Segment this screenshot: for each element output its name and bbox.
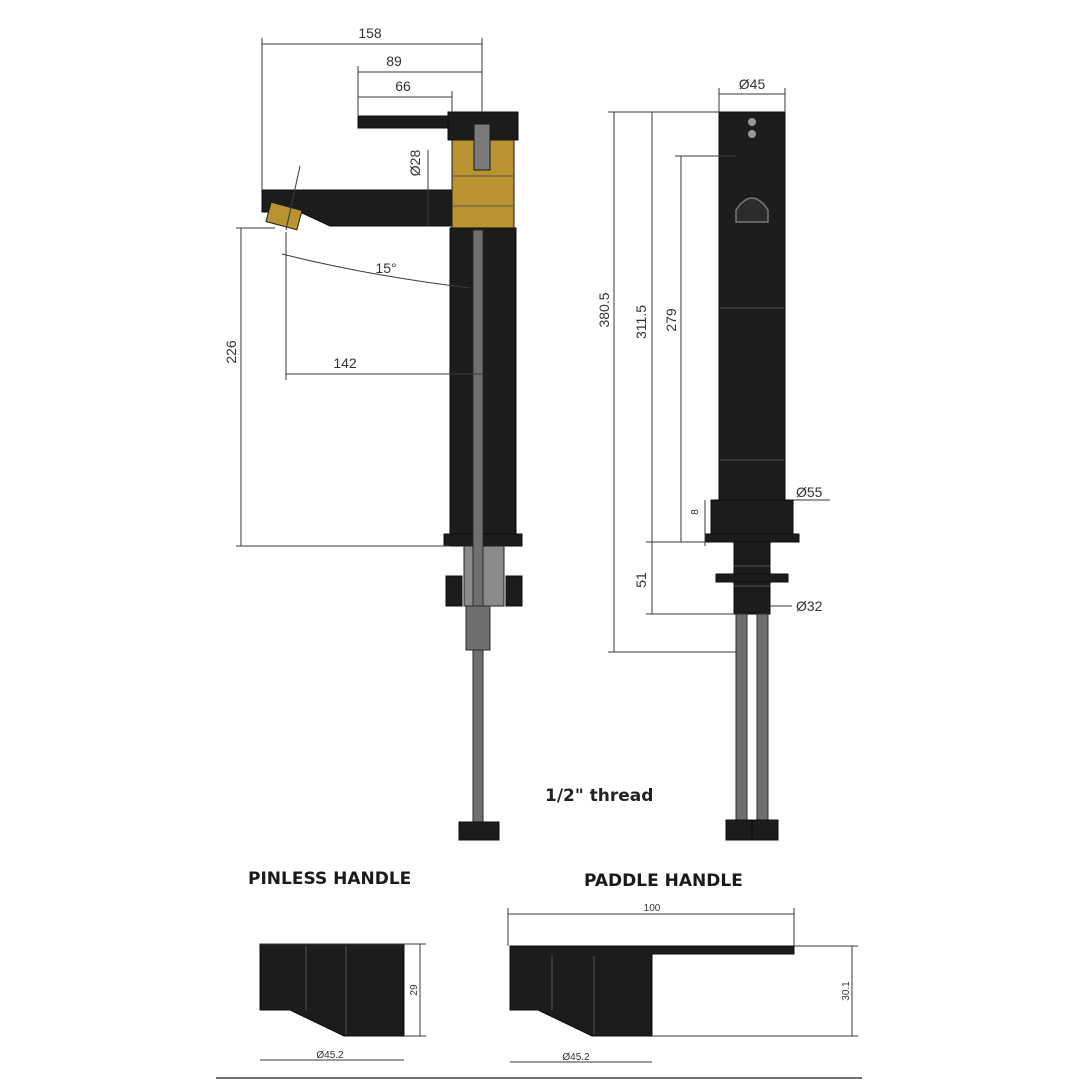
dim-handle-height: 279 (663, 308, 679, 332)
front-hose-left (735, 613, 748, 823)
front-indicator-dot-1 (748, 118, 756, 126)
dim-base-thickness: 8 (690, 509, 701, 515)
dim-shank-length: 51 (633, 572, 649, 588)
dim-overall-width: 158 (358, 25, 382, 41)
paddle-dim-length: 100 (644, 903, 661, 914)
side-view: 158 89 66 Ø28 15° 142 226 (223, 25, 523, 841)
front-hose-right (756, 613, 769, 823)
side-hose-nut (458, 821, 500, 841)
front-base-plate (704, 533, 800, 543)
side-hose-fitting (465, 605, 491, 651)
pinless-dim-height: 29 (409, 984, 420, 996)
dim-handle-reach: 89 (386, 53, 402, 69)
front-handle-boss (735, 197, 769, 223)
front-fixing-nut (715, 573, 789, 583)
paddle-dim-height: 30.1 (841, 981, 852, 1001)
dim-angle: 15° (375, 260, 396, 276)
dim-spout-height: 226 (223, 340, 239, 364)
dim-spout-diameter: Ø28 (407, 150, 423, 177)
front-base (710, 499, 794, 535)
side-handle-lever (357, 115, 457, 129)
dim-base-diameter: Ø55 (796, 484, 823, 500)
pinless-dim-diameter: Ø45.2 (316, 1050, 344, 1061)
front-body-column (718, 111, 786, 501)
side-fixing-right (505, 575, 523, 607)
paddle-handle-view: PADDLE HANDLE 100 30.1 Ø45.2 (507, 871, 858, 1063)
side-fixing-left (445, 575, 463, 607)
side-hose (472, 229, 484, 827)
dim-shank-diameter: Ø32 (796, 598, 823, 614)
pinless-handle-body (259, 943, 405, 1037)
front-indicator-dot-2 (748, 130, 756, 138)
paddle-handle-body (509, 945, 795, 1037)
side-aerator (265, 201, 303, 231)
dim-spout-reach: 142 (333, 355, 357, 371)
front-view: Ø45 380.5 311.5 279 Ø55 8 51 Ø32 (596, 76, 830, 841)
pinless-handle-view: PINLESS HANDLE 29 Ø45.2 (248, 869, 426, 1061)
front-hose-nut-right (751, 819, 779, 841)
pinless-handle-heading: PINLESS HANDLE (248, 869, 411, 889)
side-cartridge-stem (473, 123, 491, 171)
thread-note: 1/2" thread (545, 786, 653, 806)
side-shank (463, 545, 505, 607)
dim-handle-length: 66 (395, 78, 411, 94)
paddle-dim-diameter: Ø45.2 (562, 1052, 590, 1063)
front-hose-nut-left (725, 819, 753, 841)
paddle-handle-heading: PADDLE HANDLE (584, 871, 743, 891)
dim-top-diameter: Ø45 (739, 76, 766, 92)
dim-body-height: 311.5 (633, 305, 649, 339)
dim-total-height: 380.5 (596, 292, 612, 327)
